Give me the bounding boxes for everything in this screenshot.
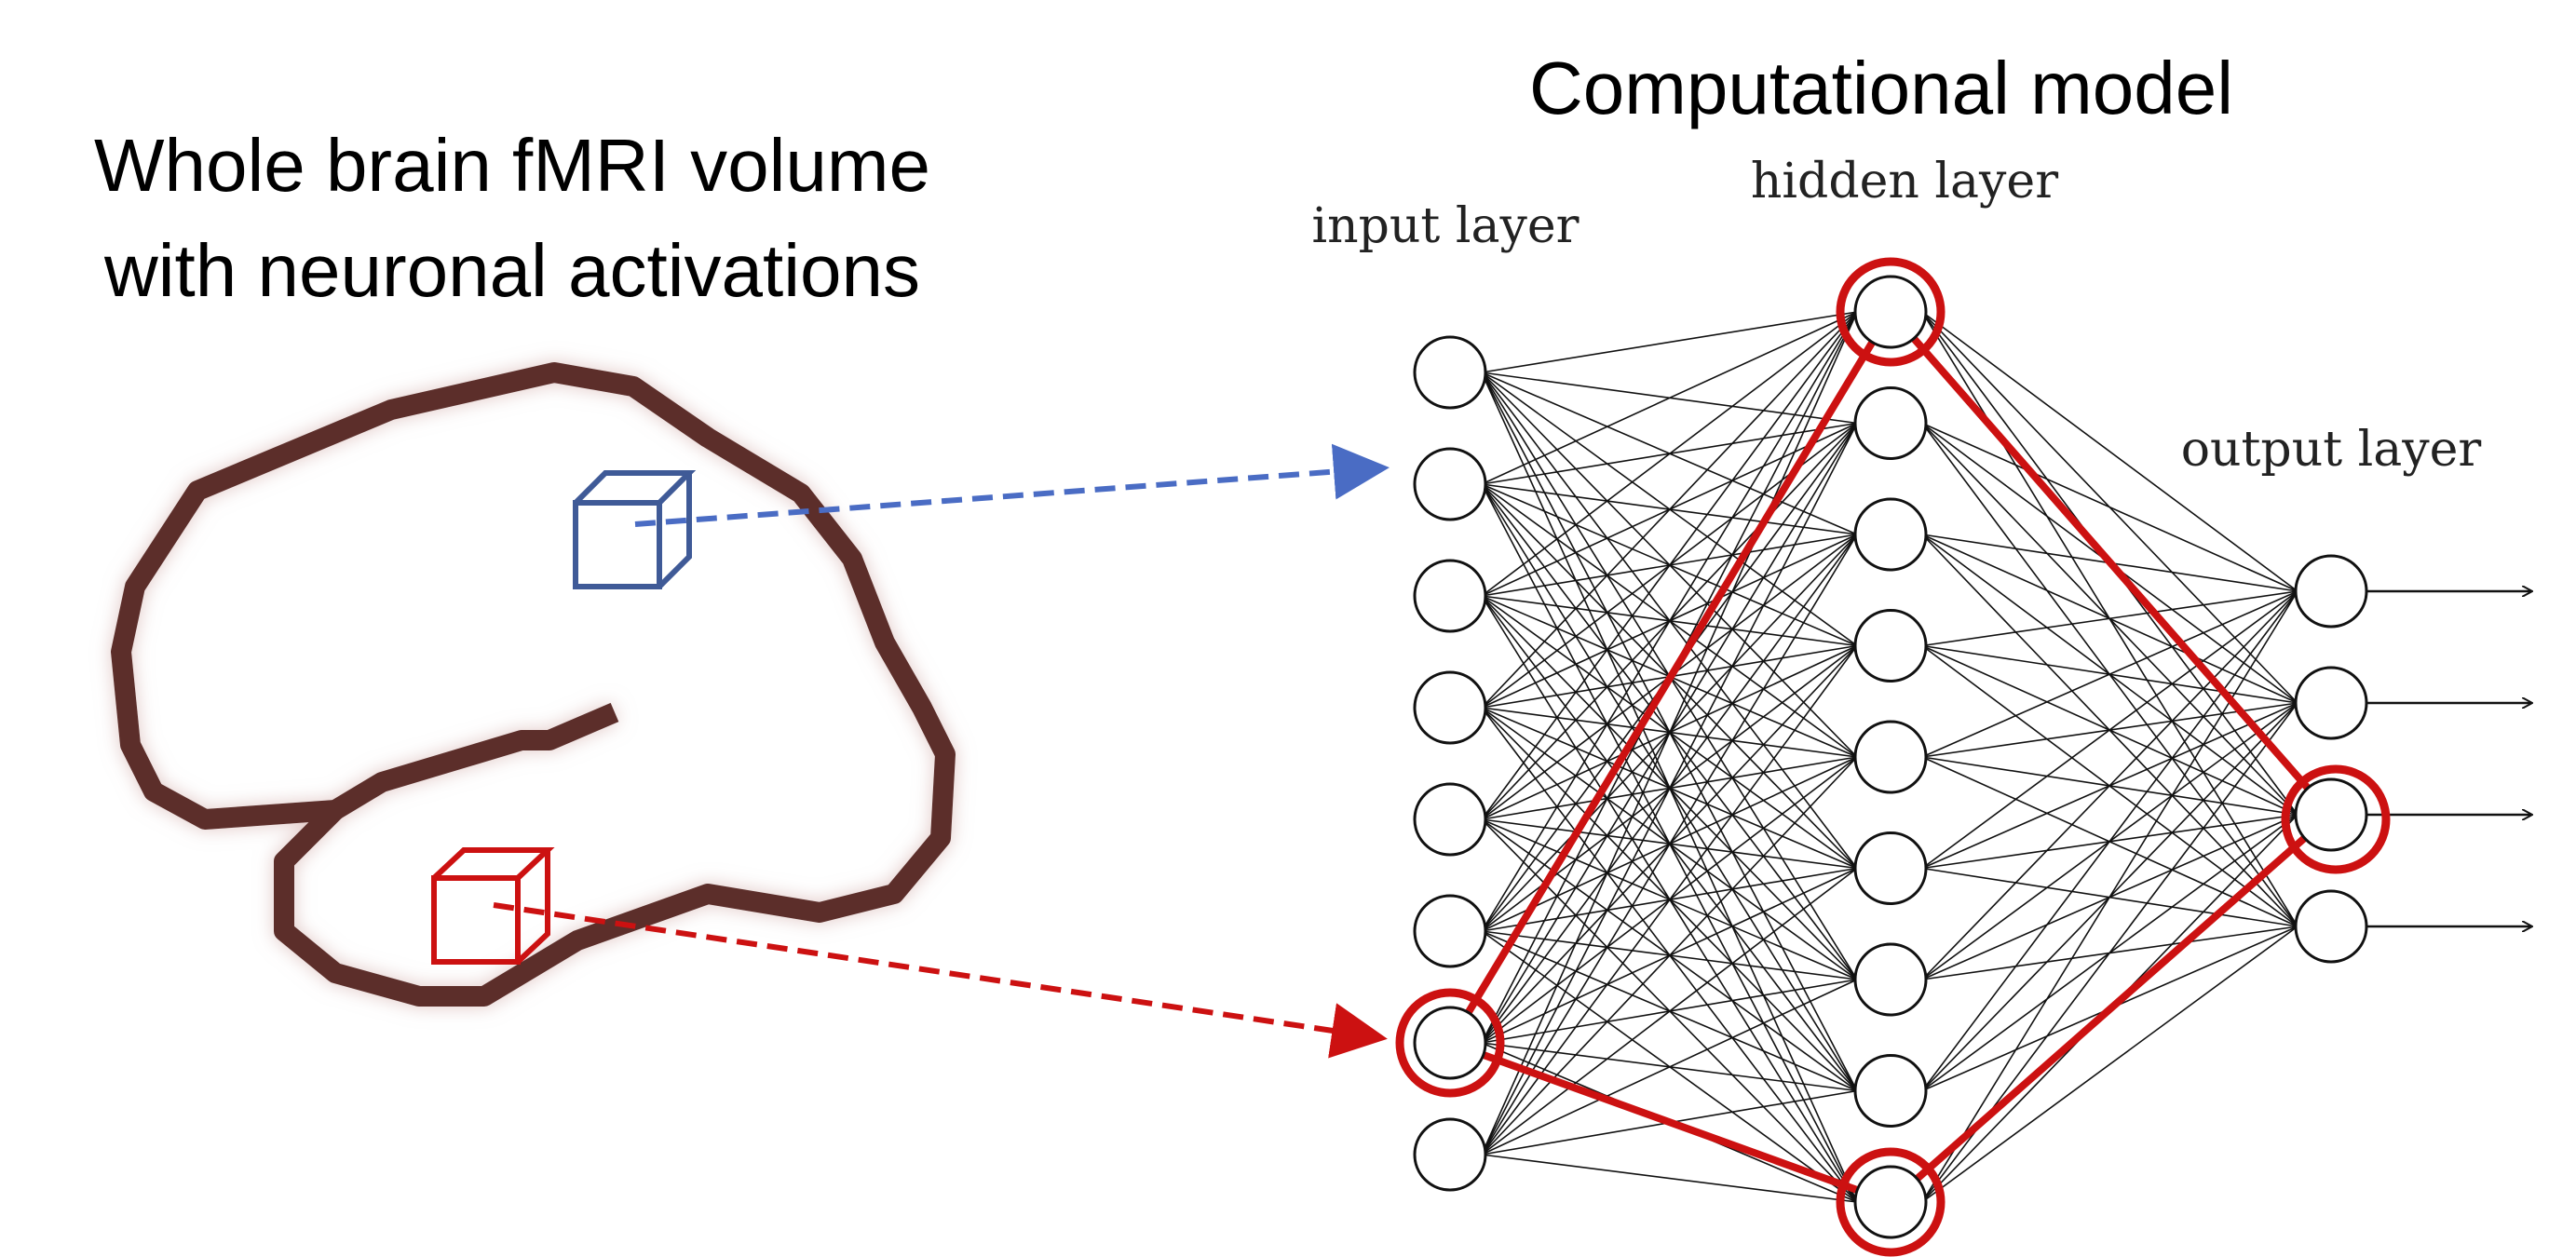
- connection-input-7-hidden-6: [1481, 979, 1858, 1156]
- highlight-path-segment-1: [1446, 1039, 1894, 1206]
- connection-hidden-5-output-0: [1921, 590, 2298, 870]
- hidden-top-highlight-ring: [1836, 257, 1946, 367]
- input-neuron-1: [1413, 447, 1487, 521]
- highlight-path-segment-2: [1887, 308, 2335, 818]
- red-mapping-arrow: [493, 902, 1388, 1059]
- connection-hidden-1-output-0: [1921, 422, 2298, 592]
- left-title-line-2: with neuronal activations: [103, 229, 920, 312]
- hidden-neuron-8: [1853, 1165, 1928, 1239]
- blue-voxel-cube: [573, 470, 697, 589]
- connection-input-0-hidden-0: [1481, 311, 1858, 373]
- output-neuron-1: [2294, 666, 2368, 740]
- brain-outline: [111, 362, 956, 1007]
- highlight-path-segment-3: [1887, 811, 2335, 1206]
- connection-input-7-hidden-2: [1481, 534, 1858, 1156]
- hidden-neuron-4: [1853, 720, 1928, 794]
- input-neuron-4: [1413, 782, 1487, 857]
- input-neuron-6: [1413, 1006, 1487, 1080]
- blue-mapping-arrow: [634, 443, 1390, 527]
- input-layer-label: input layer: [1312, 198, 1579, 254]
- connection-input-1-hidden-0: [1481, 311, 1858, 485]
- output-highlight-ring: [2281, 764, 2391, 874]
- hidden-neuron-6: [1853, 942, 1928, 1017]
- input-hidden-connections: [1481, 311, 1858, 1203]
- connection-input-7-hidden-1: [1481, 423, 1858, 1156]
- connection-input-5-hidden-0: [1481, 311, 1858, 932]
- connection-input-7-hidden-8: [1481, 1154, 1858, 1203]
- connection-hidden-6-output-0: [1921, 590, 2298, 980]
- output-neuron-0: [2294, 554, 2368, 628]
- highlight-path-segment-0: [1446, 308, 1894, 1047]
- connection-hidden-3-output-0: [1921, 590, 2298, 647]
- output-layer-label: output layer: [2181, 422, 2482, 478]
- hidden-bottom-highlight-ring: [1836, 1147, 1946, 1257]
- connection-hidden-8-output-3: [1921, 926, 2298, 1203]
- hidden-neuron-7: [1853, 1054, 1928, 1128]
- connection-input-3-hidden-0: [1481, 311, 1858, 709]
- input-neuron-7: [1413, 1117, 1487, 1192]
- input-neuron-2: [1413, 559, 1487, 633]
- output-neuron-2: [2294, 777, 2368, 852]
- connection-hidden-4-output-0: [1921, 590, 2298, 758]
- input-neuron-5: [1413, 894, 1487, 968]
- hidden-neuron-3: [1853, 609, 1928, 683]
- connection-hidden-0-output-0: [1921, 311, 2298, 592]
- connection-input-4-hidden-0: [1481, 311, 1858, 820]
- connection-hidden-8-output-0: [1921, 590, 2298, 1203]
- highlighted-pathway: [1446, 308, 2335, 1206]
- red-voxel-cube: [431, 847, 555, 965]
- hidden-neuron-0: [1853, 275, 1928, 349]
- connection-hidden-7-output-0: [1921, 590, 2298, 1091]
- connection-input-2-hidden-0: [1481, 311, 1858, 597]
- connection-input-7-hidden-3: [1481, 645, 1858, 1156]
- input-neuron-3: [1413, 670, 1487, 745]
- highlight-rings: [1395, 257, 2391, 1257]
- right-title: Computational model: [1529, 47, 2233, 129]
- input-neuron-0: [1413, 335, 1487, 410]
- network-nodes: [1413, 275, 2368, 1239]
- connection-input-7-hidden-0: [1481, 311, 1858, 1156]
- hidden-neuron-1: [1853, 386, 1928, 460]
- left-title-line-1: Whole brain fMRI volume: [94, 124, 930, 207]
- hidden-layer-label: hidden layer: [1751, 154, 2058, 210]
- connection-input-7-hidden-5: [1481, 867, 1858, 1156]
- hidden-neuron-2: [1853, 497, 1928, 572]
- output-arrows: [2366, 591, 2531, 926]
- hidden-neuron-5: [1853, 831, 1928, 905]
- output-neuron-3: [2294, 889, 2368, 964]
- input-highlight-ring: [1395, 988, 1505, 1098]
- connection-input-7-hidden-4: [1481, 756, 1858, 1156]
